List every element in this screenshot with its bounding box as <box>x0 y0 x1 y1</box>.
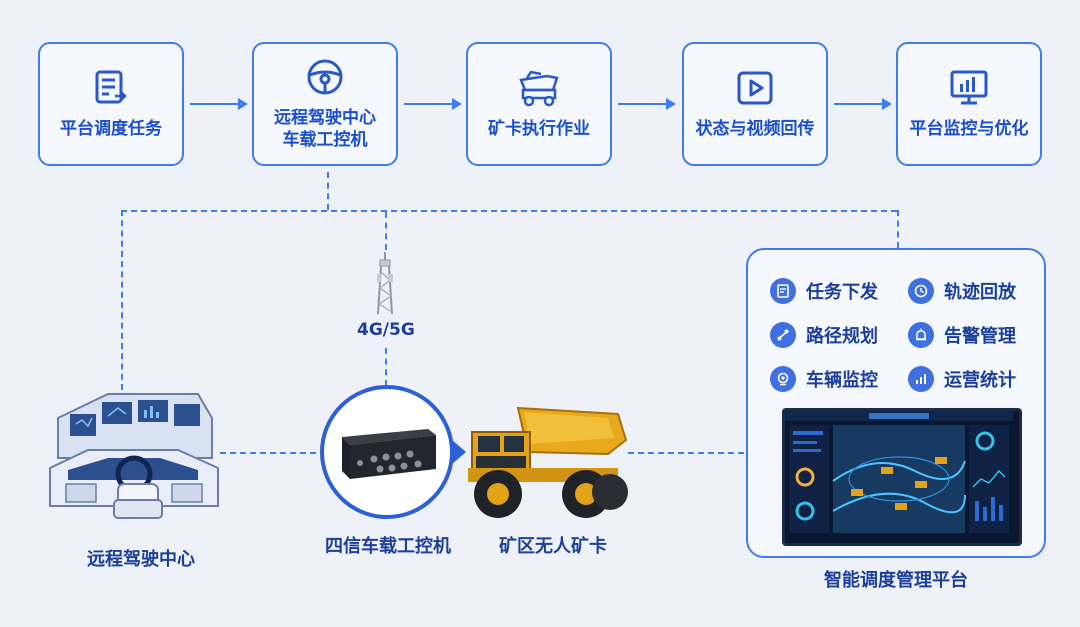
alarm-icon <box>908 322 934 348</box>
camera-icon <box>770 366 796 392</box>
remote-center-caption: 远程驾驶中心 <box>87 549 195 570</box>
connector-line <box>220 452 316 454</box>
connector-line <box>327 172 329 210</box>
task-list-icon <box>95 70 127 104</box>
dashboard-screen-image <box>782 408 1022 546</box>
truck-caption: 矿区无人矿卡 <box>499 536 607 557</box>
connector-line <box>897 210 899 248</box>
feature-label: 运营统计 <box>944 370 1016 391</box>
mining-truck-icon <box>519 70 559 107</box>
feature-route-planning: 路径规划 <box>770 322 878 348</box>
step-label: 远程驾驶中心 车载工控机 <box>274 108 376 150</box>
flow-arrow <box>404 98 462 110</box>
video-play-icon <box>737 71 773 105</box>
platform-panel: 任务下发 轨迹回放 路径规划 告警管理 车辆监控 运营统计 <box>746 248 1046 558</box>
device-circle <box>320 385 454 519</box>
feature-task-dispatch: 任务下发 <box>770 278 878 304</box>
flow-arrow <box>618 98 676 110</box>
feature-operation-statistics: 运营统计 <box>908 366 1016 392</box>
feature-label: 轨迹回放 <box>944 282 1016 303</box>
history-icon <box>908 278 934 304</box>
step-label: 平台调度任务 <box>60 119 162 139</box>
task-icon <box>770 278 796 304</box>
flow-arrow <box>190 98 248 110</box>
device-pointer-triangle <box>452 440 466 464</box>
step-label: 矿卡执行作业 <box>488 119 590 139</box>
feature-label: 告警管理 <box>944 326 1016 347</box>
step-monitor-optimize: 平台监控与优化 <box>896 42 1042 166</box>
step-dispatch-task: 平台调度任务 <box>38 42 184 166</box>
network-label: 4G/5G <box>357 320 415 340</box>
bar-chart-icon <box>908 366 934 392</box>
cell-tower-icon <box>377 252 393 315</box>
step-status-video: 状态与视频回传 <box>682 42 828 166</box>
connector-line <box>385 348 387 386</box>
route-icon <box>770 322 796 348</box>
remote-driving-console-illustration <box>49 393 219 519</box>
steering-wheel-icon <box>307 59 343 95</box>
flow-arrow <box>834 98 892 110</box>
connector-line <box>628 452 744 454</box>
feature-label: 车辆监控 <box>806 370 878 391</box>
device-caption: 四信车载工控机 <box>325 536 451 557</box>
mining-truck-illustration <box>468 406 628 518</box>
feature-label: 任务下发 <box>806 282 878 303</box>
step-truck-operation: 矿卡执行作业 <box>466 42 612 166</box>
step-remote-driving: 远程驾驶中心 车载工控机 <box>252 42 398 166</box>
connector-line <box>121 210 897 212</box>
step-label: 平台监控与优化 <box>909 119 1029 139</box>
feature-label: 路径规划 <box>806 326 878 347</box>
step-label: 状态与视频回传 <box>695 119 815 139</box>
platform-caption: 智能调度管理平台 <box>824 570 968 591</box>
feature-alarm-management: 告警管理 <box>908 322 1016 348</box>
dashboard-thumbnail <box>785 411 1013 533</box>
feature-track-playback: 轨迹回放 <box>908 278 1016 304</box>
connector-line <box>121 210 123 390</box>
feature-vehicle-monitoring: 车辆监控 <box>770 366 878 392</box>
connector-line <box>385 212 387 250</box>
industrial-computer-illustration <box>342 429 436 479</box>
monitor-chart-icon <box>950 70 988 105</box>
